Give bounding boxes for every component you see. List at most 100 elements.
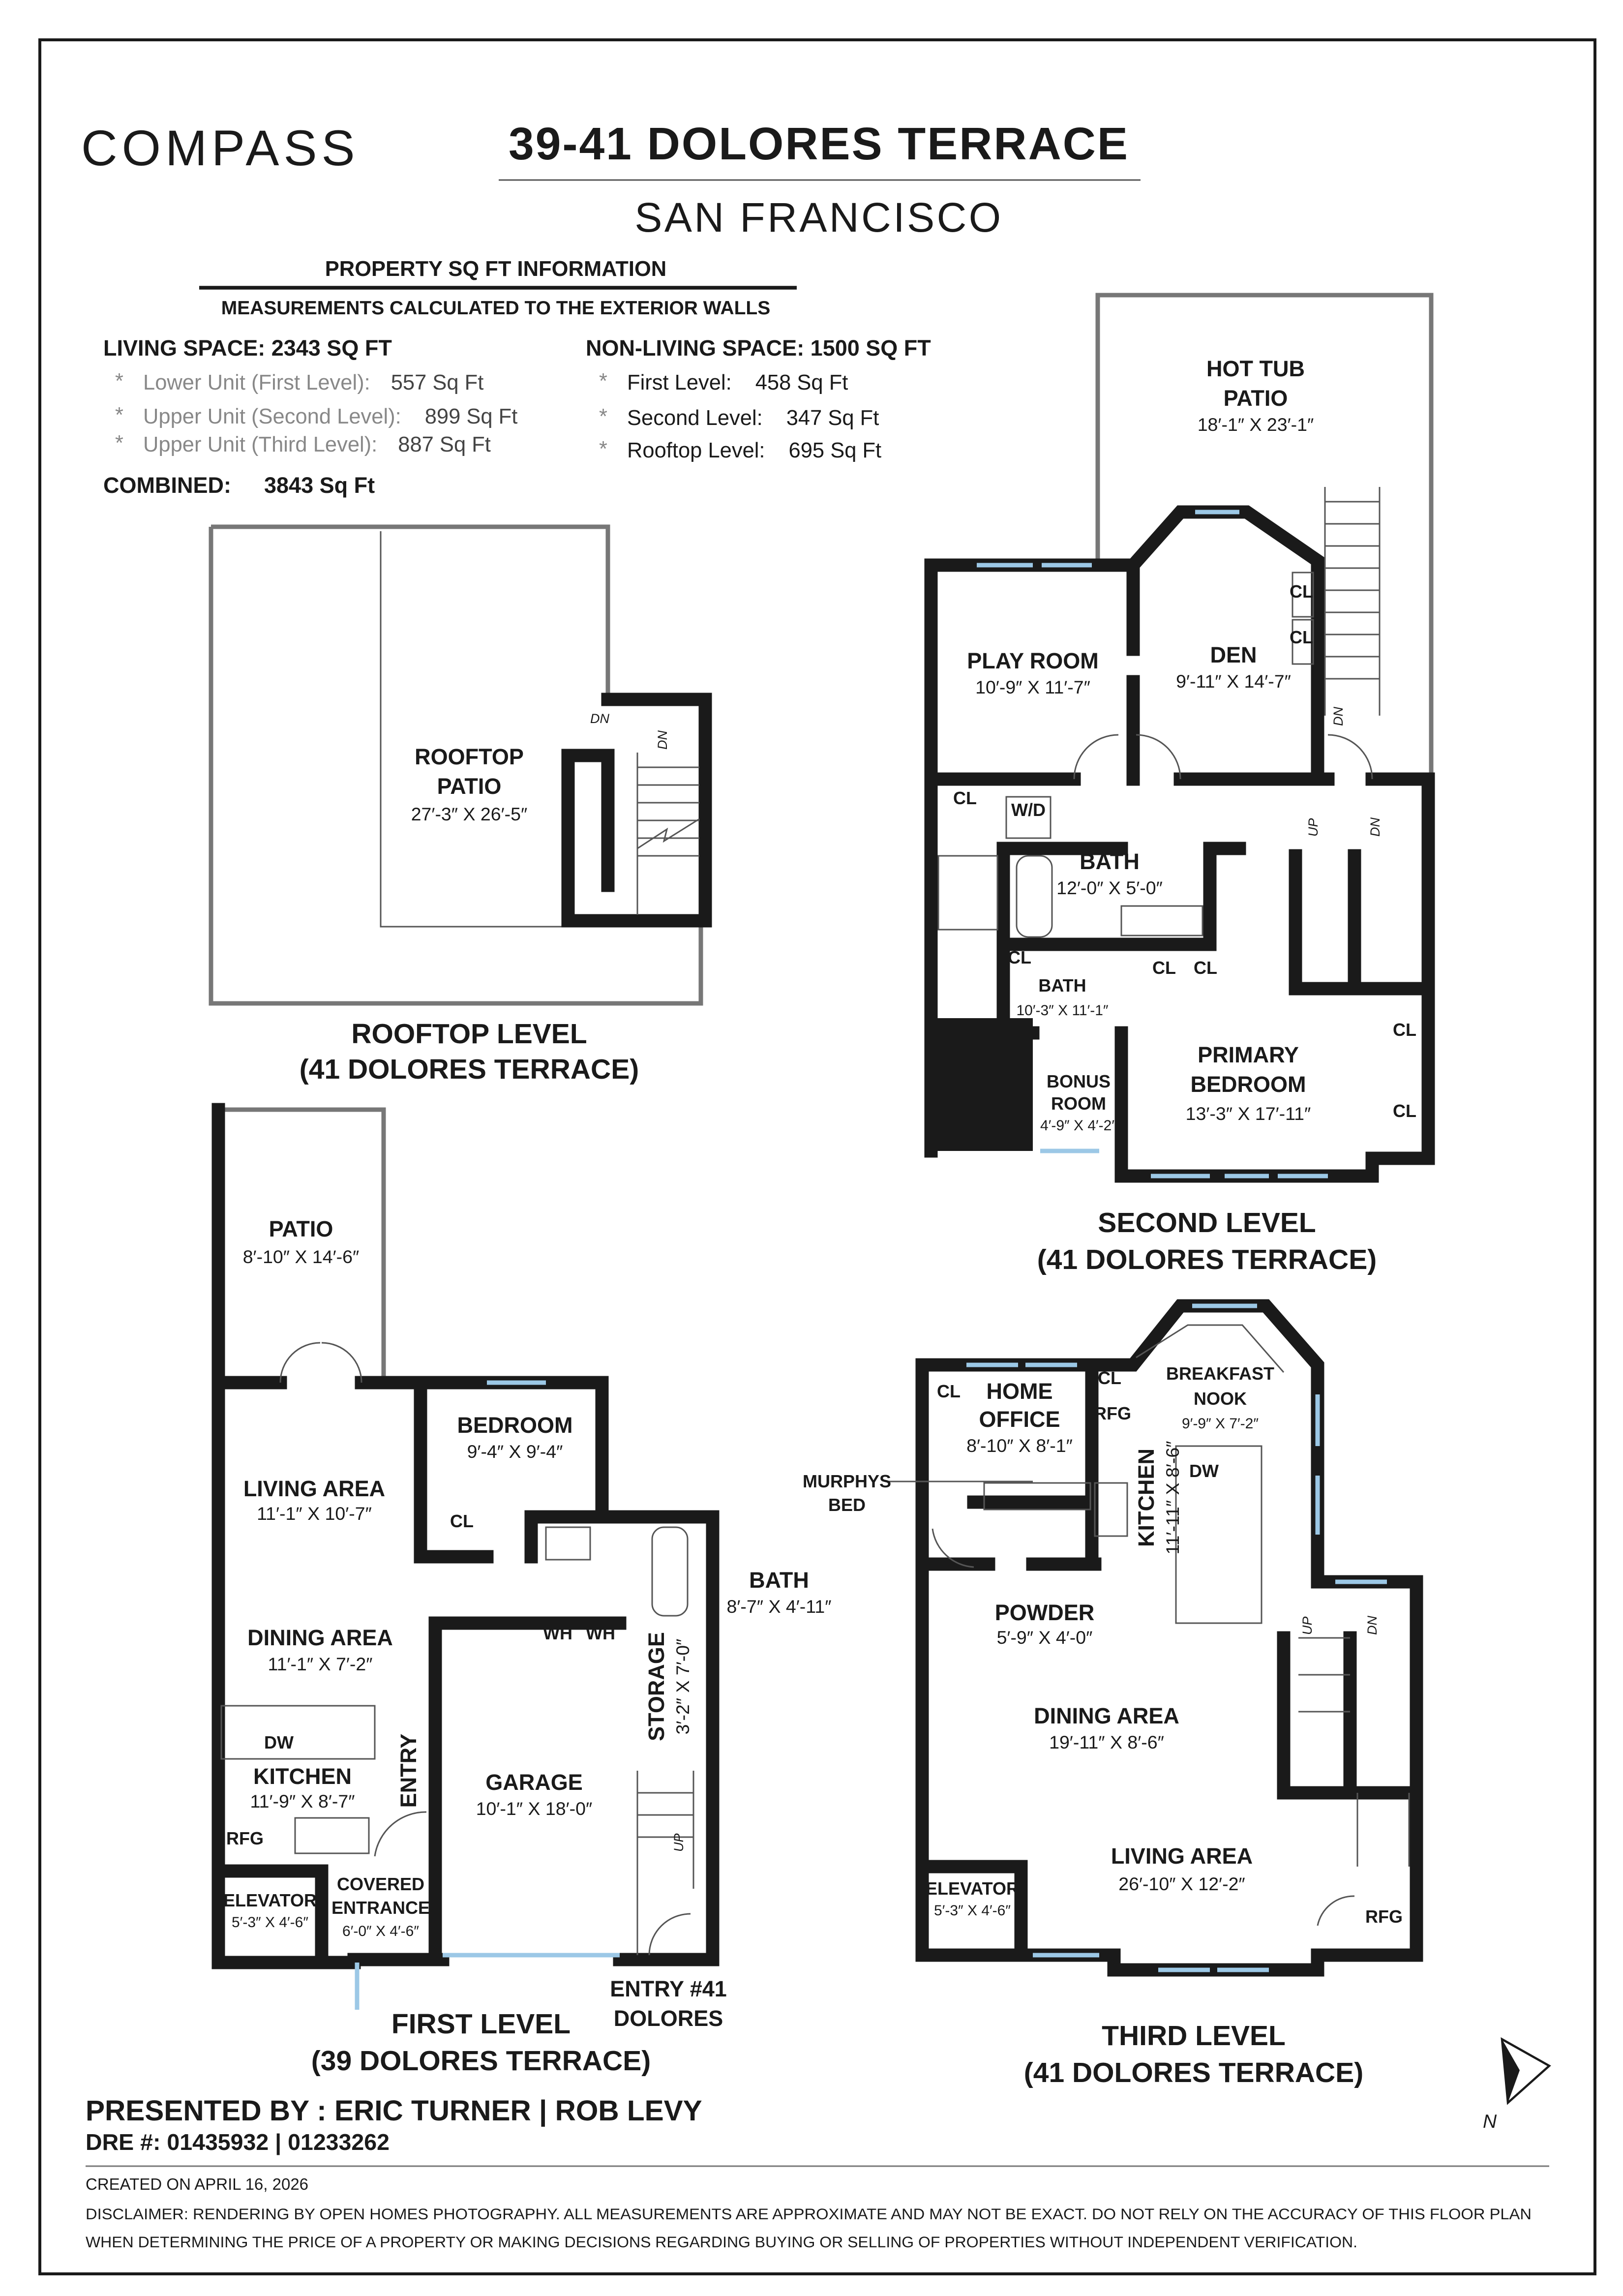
nonliving-space-title: NON-LIVING SPACE: 1500 SQ FT <box>586 335 931 361</box>
room-name: DEN <box>1210 642 1257 667</box>
room-name: NOOK <box>1194 1389 1247 1409</box>
elevator-label: ELEVATOR <box>223 1890 317 1910</box>
up-stairs-label: UP <box>1306 818 1321 837</box>
room-dimensions: 5′-3″ X 4′-6″ <box>934 1903 1011 1919</box>
washer-dryer-label: W/D <box>1011 800 1046 820</box>
created-date: CREATED ON APRIL 16, 2026 <box>86 2175 308 2193</box>
closet-label: CL <box>450 1511 474 1531</box>
room-name: BONUS <box>1047 1071 1111 1091</box>
murphy-bed-label: BED <box>828 1495 866 1515</box>
room-dimensions: 11′-1″ X 7′-2″ <box>268 1654 373 1674</box>
room-dimensions: 11′-11″ X 8′-6″ <box>1162 1441 1183 1554</box>
level-title: FIRST LEVEL <box>391 2008 571 2040</box>
closet-label: CL <box>953 788 977 808</box>
north-arrow-icon: N <box>1483 2037 1551 2132</box>
room-name: GARAGE <box>485 1770 583 1795</box>
room-name: BEDROOM <box>457 1413 573 1438</box>
room-dimensions: 26′-10″ X 12′-2″ <box>1118 1873 1245 1894</box>
room-name: PATIO <box>269 1216 333 1241</box>
living-item: Lower Unit (First Level):557 Sq Ft <box>143 371 483 394</box>
room-name: ROOFTOP <box>415 744 524 769</box>
living-item: Upper Unit (Second Level):899 Sq Ft <box>143 405 517 428</box>
refrigerator-label: RFG <box>226 1828 264 1848</box>
room-name: HOME <box>987 1379 1053 1404</box>
dishwasher-label: DW <box>1189 1461 1219 1481</box>
rooftop-level-plan: DN DN ROOFTOP PATIO 27′-3″ X 26′-5″ ROOF… <box>209 524 712 1085</box>
room-dimensions: 4′-9″ X 4′-2″ <box>1040 1118 1117 1134</box>
level-building: (41 DOLORES TERRACE) <box>300 1054 639 1085</box>
room-name: PLAY ROOM <box>967 648 1099 673</box>
sqft-heading: PROPERTY SQ FT INFORMATION <box>325 257 666 281</box>
closet-label: CL <box>1290 627 1313 647</box>
room-name: BEDROOM <box>1191 1072 1306 1097</box>
property-title: 39-41 DOLORES TERRACE <box>509 118 1129 169</box>
down-stairs-label: DN <box>1365 1616 1380 1635</box>
room-dimensions: 12′-0″ X 5′-0″ <box>1056 877 1163 898</box>
room-name: BATH <box>1080 849 1140 874</box>
water-heater-label: WH <box>543 1623 572 1643</box>
room-dimensions: 8′-7″ X 4′-11″ <box>727 1596 832 1617</box>
room-name: KITCHEN <box>253 1764 352 1789</box>
sqft-subheading: MEASUREMENTS CALCULATED TO THE EXTERIOR … <box>221 298 771 319</box>
room-name: STORAGE <box>644 1632 669 1741</box>
room-name: PATIO <box>1224 386 1288 411</box>
room-dimensions: 11′-1″ X 10′-7″ <box>257 1503 372 1524</box>
room-name: BATH <box>1038 975 1086 996</box>
bullet: * <box>599 437 607 461</box>
room-dimensions: 13′-3″ X 17′-11″ <box>1186 1103 1311 1124</box>
room-dimensions: 9′-9″ X 7′-2″ <box>1182 1416 1259 1432</box>
nonliving-item: Rooftop Level:695 Sq Ft <box>627 439 881 462</box>
room-name: ENTRY <box>396 1734 421 1808</box>
disclaimer-line-2: WHEN DETERMINING THE PRICE OF A PROPERTY… <box>86 2233 1357 2251</box>
north-label: N <box>1483 2111 1497 2132</box>
room-name: BATH <box>749 1568 809 1593</box>
combined-label: COMBINED: <box>103 473 231 498</box>
dishwasher-label: DW <box>264 1732 294 1752</box>
sqft-info: PROPERTY SQ FT INFORMATION MEASUREMENTS … <box>103 257 931 498</box>
room-dimensions: 5′-3″ X 4′-6″ <box>232 1914 308 1931</box>
room-dimensions: 11′-9″ X 8′-7″ <box>250 1791 355 1812</box>
down-stairs-label: DN <box>655 730 670 750</box>
room-dimensions: 18′-1″ X 23′-1″ <box>1198 414 1314 435</box>
nonliving-item: Second Level:347 Sq Ft <box>627 406 879 430</box>
city-name: SAN FRANCISCO <box>634 194 1003 241</box>
room-name: OFFICE <box>979 1407 1060 1432</box>
refrigerator-label: RFG <box>1365 1906 1403 1927</box>
room-name: ENTRANCE <box>331 1898 430 1918</box>
nonliving-item: First Level:458 Sq Ft <box>627 371 848 394</box>
murphy-bed-label: MURPHYS <box>803 1471 891 1491</box>
bullet: * <box>115 431 123 455</box>
room-dimensions: 10′-9″ X 11′-7″ <box>975 677 1090 697</box>
level-building: (39 DOLORES TERRACE) <box>311 2045 651 2077</box>
combined-value: 3843 Sq Ft <box>264 473 375 498</box>
closet-label: CL <box>1008 947 1031 967</box>
room-name: POWDER <box>995 1600 1095 1625</box>
room-name: LIVING AREA <box>243 1476 385 1501</box>
room-dimensions: 10′-3″ X 11′-1″ <box>1016 1002 1108 1019</box>
room-dimensions: 9′-11″ X 14′-7″ <box>1176 671 1291 692</box>
living-item: Upper Unit (Third Level):887 Sq Ft <box>143 433 491 456</box>
presented-by: PRESENTED BY : ERIC TURNER | ROB LEVY <box>86 2095 702 2127</box>
room-name: LIVING AREA <box>1111 1843 1253 1869</box>
entry-label: ENTRY #41 <box>610 1976 727 2001</box>
room-dimensions: 10′-1″ X 18′-0″ <box>476 1798 593 1819</box>
up-stairs-label: UP <box>1300 1616 1315 1635</box>
room-name: DINING AREA <box>1034 1703 1179 1728</box>
bullet: * <box>599 369 607 393</box>
room-name: BREAKFAST <box>1166 1363 1274 1384</box>
closet-label: CL <box>937 1381 961 1401</box>
room-dimensions: 9′-4″ X 9′-4″ <box>467 1441 563 1462</box>
room-name: PRIMARY <box>1198 1042 1299 1067</box>
bullet: * <box>599 405 607 428</box>
third-level-plan: CL HOME OFFICE 8′-10″ X 8′-1″ CL RFG BRE… <box>803 1299 1423 2088</box>
level-title: THIRD LEVEL <box>1102 2020 1286 2052</box>
closet-label: CL <box>1152 958 1176 978</box>
room-name: COVERED <box>337 1874 424 1894</box>
closet-label: CL <box>1194 958 1217 978</box>
room-name: KITCHEN <box>1134 1449 1159 1547</box>
level-building: (41 DOLORES TERRACE) <box>1037 1244 1377 1275</box>
room-name: HOT TUB <box>1206 356 1305 381</box>
compass-logo: COMPASS <box>81 120 360 176</box>
closet-label: CL <box>1098 1368 1121 1388</box>
